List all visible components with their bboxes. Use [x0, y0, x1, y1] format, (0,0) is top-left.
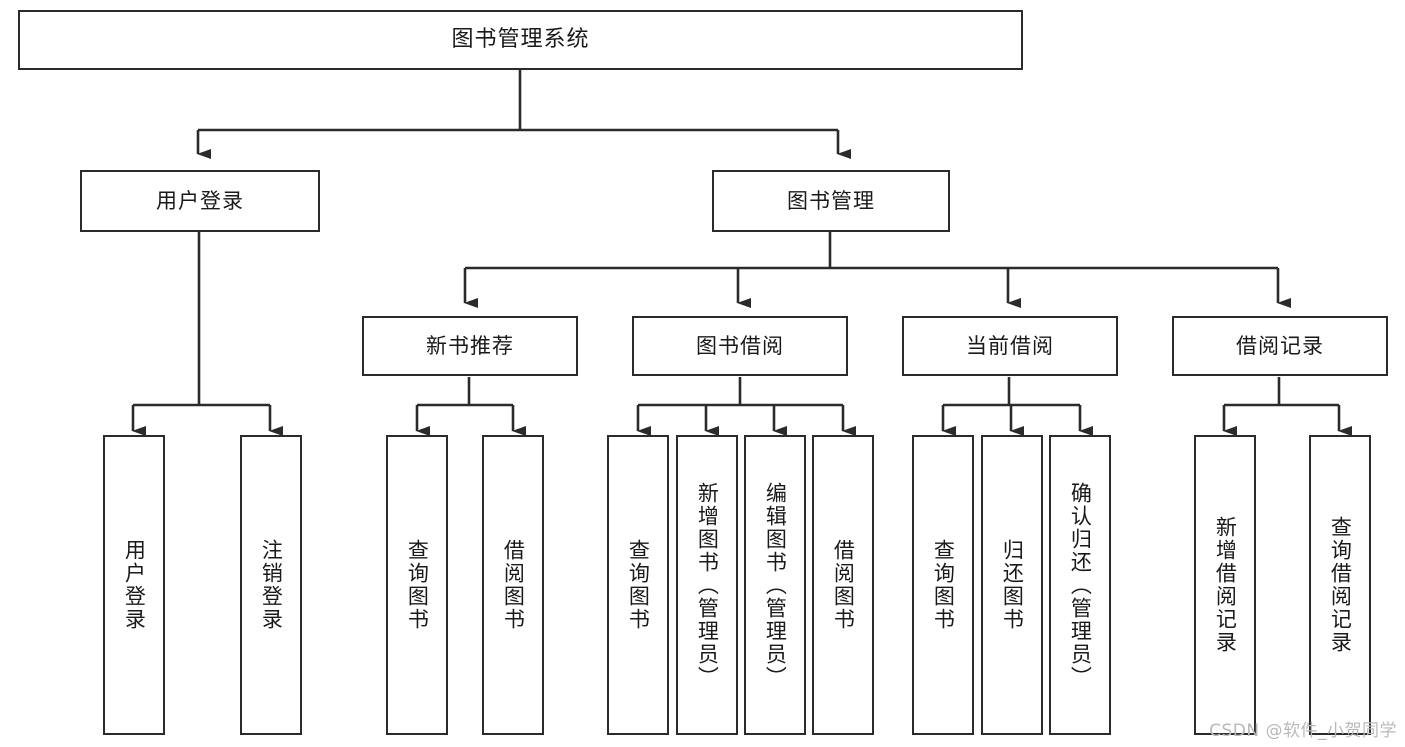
node-current-borrow[interactable]: 当前借阅	[902, 316, 1118, 376]
leaf-borrow-query-book[interactable]: 查询图书	[607, 435, 669, 735]
leaf-record-query-record[interactable]: 查询借阅记录	[1309, 435, 1371, 735]
node-book-manage[interactable]: 图书管理	[712, 170, 950, 232]
leaf-current-confirm-return-admin[interactable]: 确认归还（管理员）	[1049, 435, 1111, 735]
leaf-borrow-add-book-admin[interactable]: 新增图书（管理员）	[676, 435, 738, 735]
leaf-newbook-query-book[interactable]: 查询图书	[386, 435, 448, 735]
node-book-borrow[interactable]: 图书借阅	[632, 316, 848, 376]
leaf-user-logout[interactable]: 注销登录	[240, 435, 302, 735]
leaf-current-return-book[interactable]: 归还图书	[981, 435, 1043, 735]
csdn-watermark: CSDN @软件_小贺同学	[1209, 721, 1397, 741]
leaf-current-query-book[interactable]: 查询图书	[912, 435, 974, 735]
leaf-user-login[interactable]: 用户登录	[103, 435, 165, 735]
node-user-login[interactable]: 用户登录	[80, 170, 320, 232]
node-borrow-record[interactable]: 借阅记录	[1172, 316, 1388, 376]
leaf-record-add-record[interactable]: 新增借阅记录	[1194, 435, 1256, 735]
leaf-borrow-borrow-book[interactable]: 借阅图书	[812, 435, 874, 735]
leaf-newbook-borrow-book[interactable]: 借阅图书	[482, 435, 544, 735]
node-root-title[interactable]: 图书管理系统	[18, 10, 1023, 70]
leaf-borrow-edit-book-admin[interactable]: 编辑图书（管理员）	[744, 435, 806, 735]
node-new-book-recommend[interactable]: 新书推荐	[362, 316, 578, 376]
